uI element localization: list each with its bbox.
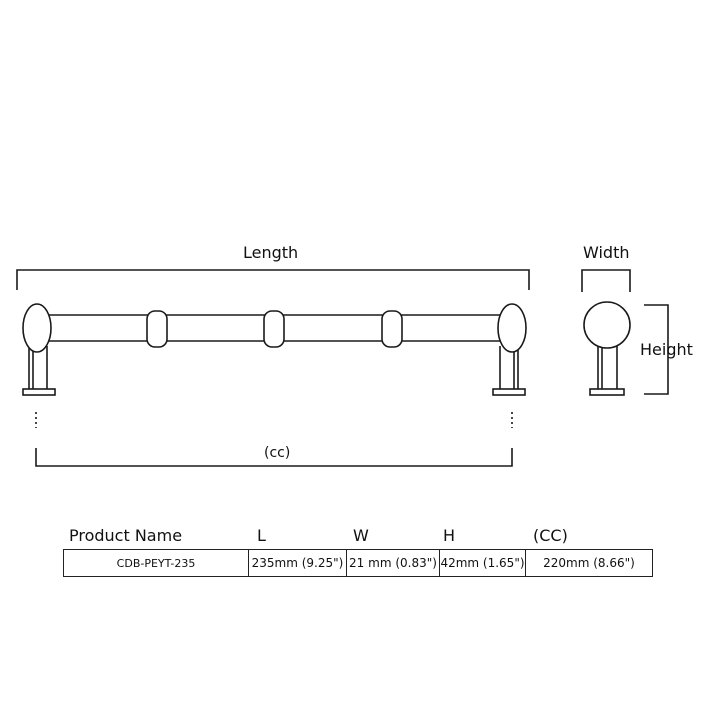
- collar-2: [263, 310, 285, 348]
- length-label: Length: [243, 243, 299, 262]
- header-width: W: [353, 526, 369, 545]
- spec-table-row: CDB-PEYT-235 235mm (9.25") 21 mm (0.83")…: [63, 549, 653, 577]
- height-label: Height: [640, 340, 693, 359]
- cell-height: 42mm (1.65"): [440, 550, 526, 576]
- cell-cc: 220mm (8.66"): [543, 556, 635, 570]
- collar-1: [146, 310, 168, 348]
- width-bracket: [581, 269, 631, 292]
- cc-bracket: [35, 448, 513, 467]
- width-label: Width: [583, 243, 630, 262]
- header-length: L: [257, 526, 266, 545]
- handle-front-view: [22, 303, 527, 396]
- cell-product-name: CDB-PEYT-235: [64, 550, 249, 576]
- height-bracket: [644, 304, 669, 395]
- right-end-knob: [497, 303, 527, 353]
- cell-width: 21 mm (0.83"): [347, 550, 440, 576]
- right-foot: [492, 388, 526, 396]
- cc-label: (cc): [264, 445, 291, 461]
- left-post: [28, 346, 48, 390]
- side-post: [597, 342, 618, 390]
- side-knob: [583, 301, 631, 349]
- left-end-knob: [22, 303, 52, 353]
- right-post: [499, 346, 519, 390]
- handle-side-view: [583, 301, 631, 396]
- side-foot: [589, 388, 625, 396]
- header-cc: (CC): [533, 526, 568, 545]
- header-height: H: [443, 526, 456, 545]
- length-bracket: [16, 269, 530, 290]
- header-product-name: Product Name: [69, 526, 183, 545]
- collar-3: [381, 310, 403, 348]
- left-foot: [22, 388, 56, 396]
- cell-length: 235mm (9.25"): [249, 550, 347, 576]
